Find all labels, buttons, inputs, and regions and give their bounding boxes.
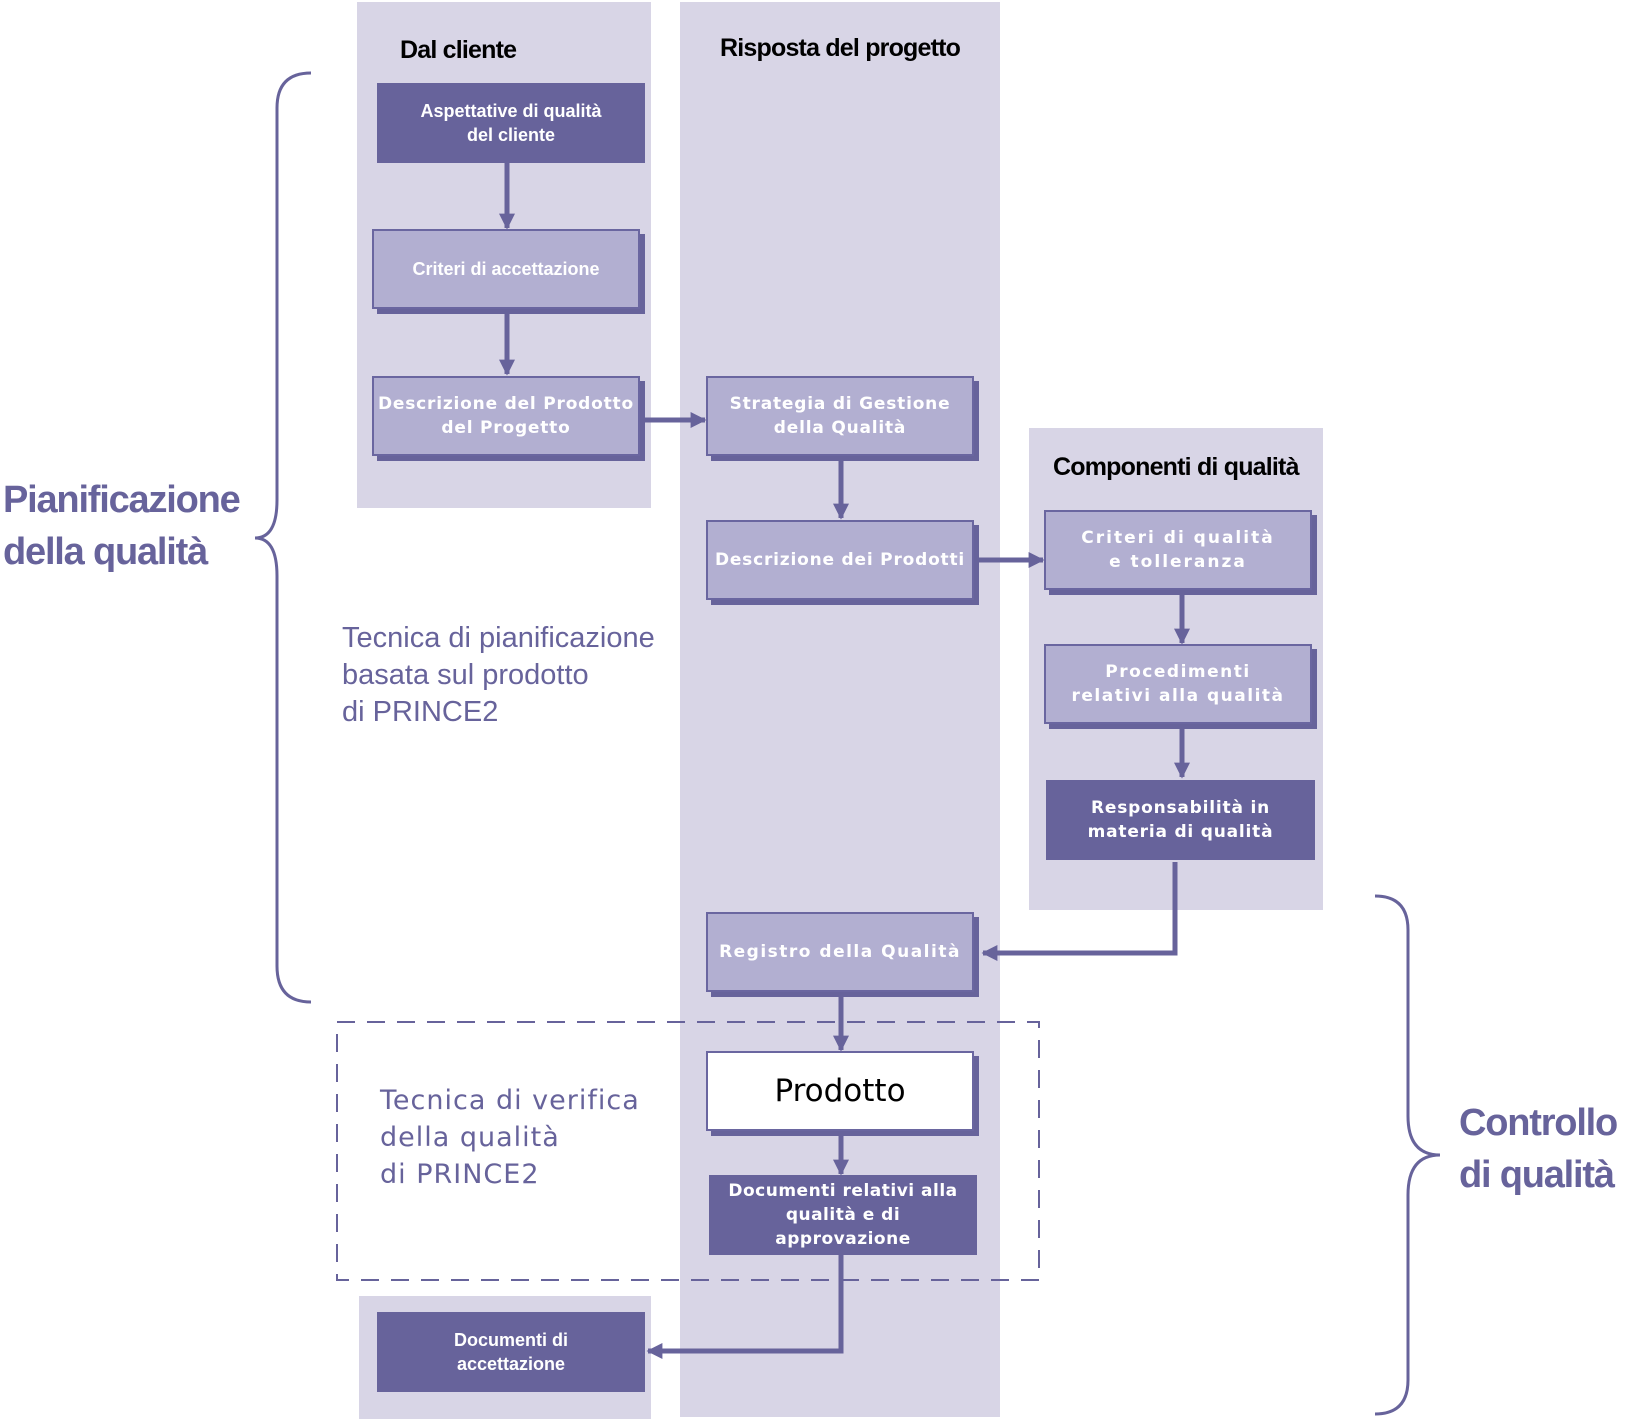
box-acceptance-records: Documenti di accettazione [377, 1312, 645, 1392]
box-quality-criteria-tolerance: Criteri di qualità e tolleranza [1044, 510, 1312, 590]
label-quality-review-technique: Tecnica di verifica della qualità di PRI… [380, 1085, 640, 1190]
box-quality-procedures: Procedimenti relativi alla qualità [1044, 644, 1312, 724]
box-quality-approval-records: Documenti relativi alla qualità e di app… [709, 1175, 977, 1255]
box-acceptance-criteria: Criteri di accettazione [372, 229, 640, 309]
label-quality-planning: Pianificazione della qualità [3, 479, 241, 573]
label-product-based-planning: Tecnica di pianificazione basata sul pro… [342, 622, 655, 728]
lane-title-project: Risposta del progetto [720, 34, 961, 62]
bracket-quality-planning [254, 71, 312, 1004]
box-quality-management-strategy: Strategia di Gestione della Qualità [706, 376, 974, 456]
box-product-descriptions: Descrizione dei Prodotti [706, 520, 974, 600]
box-customer-quality-expectations: Aspettative di qualità del cliente [377, 83, 645, 163]
box-product: Prodotto [706, 1051, 974, 1131]
lane-title-client: Dal cliente [400, 36, 517, 64]
label-quality-control: Controllo di qualità [1459, 1102, 1618, 1196]
bracket-quality-control [1374, 894, 1441, 1416]
box-quality-register: Registro della Qualità [706, 912, 974, 992]
box-quality-responsibilities: Responsabilità in materia di qualità [1046, 780, 1315, 860]
lane-title-components: Componenti di qualità [1053, 453, 1300, 481]
box-project-product-description: Descrizione del Prodotto del Progetto [372, 376, 640, 456]
